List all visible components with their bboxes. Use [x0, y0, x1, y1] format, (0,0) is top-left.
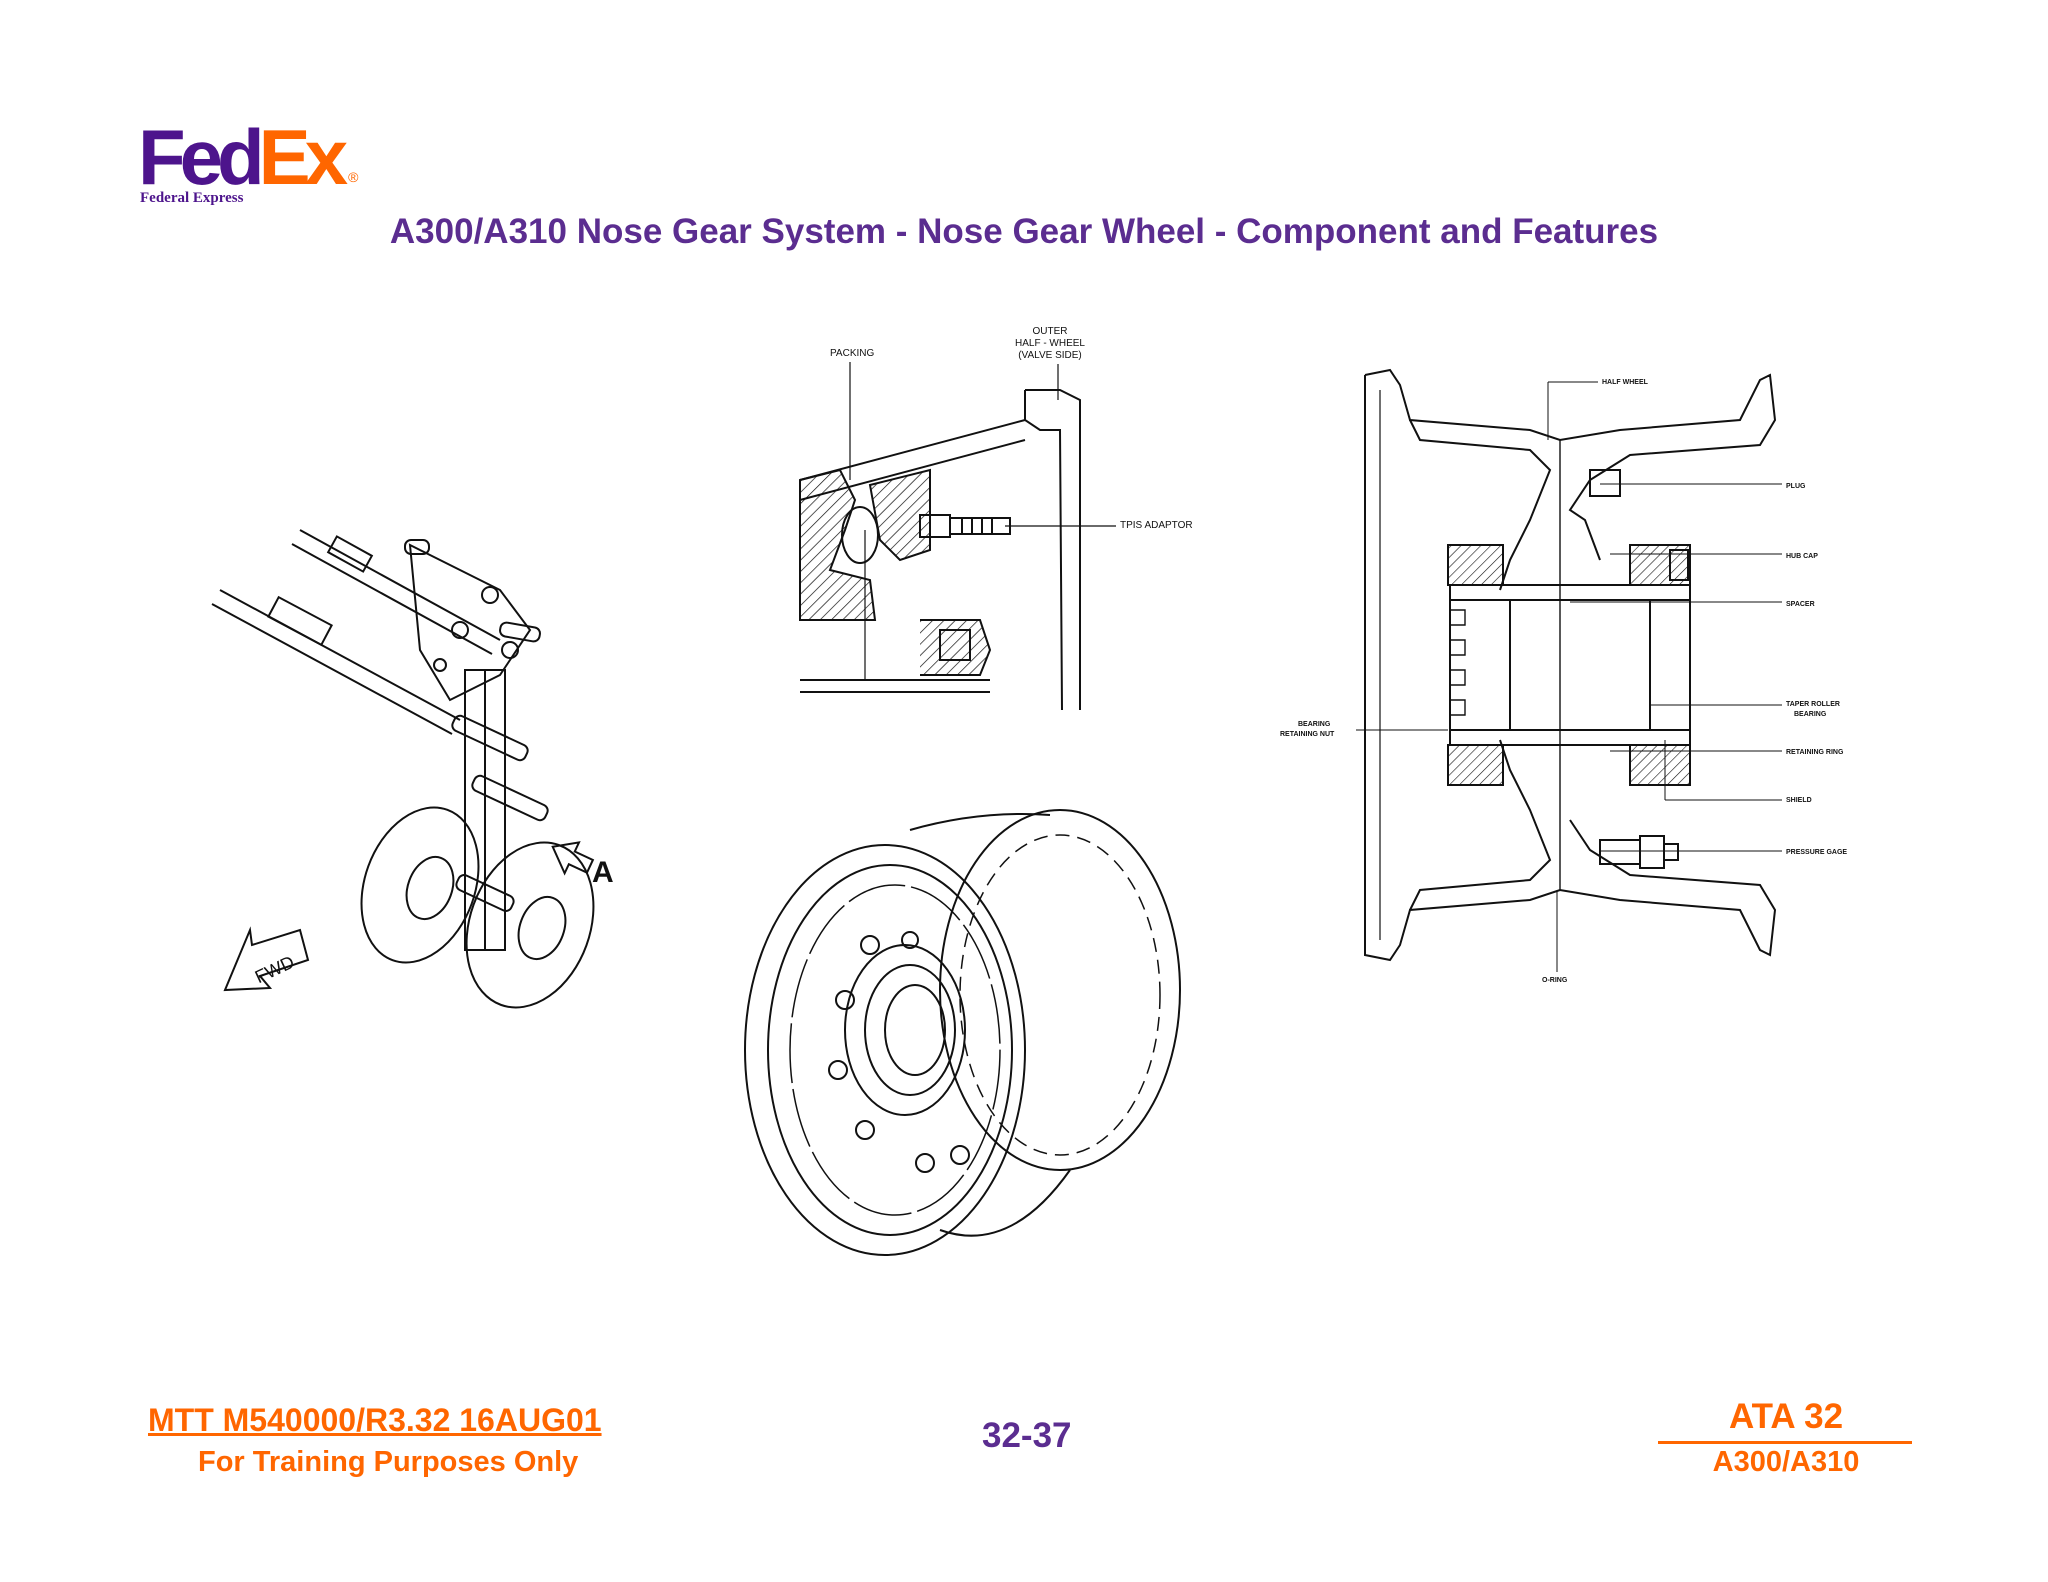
logo-subtitle: Federal Express: [140, 190, 244, 206]
pressure-gage-label: PRESSURE GAGE: [1786, 849, 1847, 856]
ata-underline: [1658, 1441, 1912, 1444]
page-title: A300/A310 Nose Gear System - Nose Gear W…: [389, 212, 1659, 251]
o-ring-label: O-RING: [1542, 977, 1568, 984]
pressure-gage: [1599, 835, 1679, 869]
wheel-hub: [844, 944, 966, 1116]
wheel-perspective-diagram: [744, 809, 1181, 1256]
bearing-nut-label-2: RETAINING NUT: [1280, 731, 1335, 738]
document-id: MTT M540000/R3.32 16AUG01: [148, 1402, 602, 1438]
drag-strut-lower: [211, 589, 461, 735]
wheel-cross-section-diagram: HALF WHEEL PLUG HUB CAP SPACER TAPER ROL…: [1280, 368, 1847, 984]
outer-half-wheel-label-3: (VALVE SIDE): [1018, 350, 1082, 361]
outer-half-wheel-label-2: HALF - WHEEL: [1015, 338, 1085, 349]
leader-lines: [1356, 381, 1782, 972]
axle-bore: [1449, 584, 1691, 746]
bearing-nut-label-1: BEARING: [1298, 721, 1331, 728]
wheel-web-section: [799, 468, 931, 621]
logo-ex: Ex: [258, 113, 348, 201]
retaining-ring-label: RETAINING RING: [1786, 749, 1844, 756]
rim-outline: [1364, 368, 1777, 962]
wheel-bolts: [828, 931, 970, 1173]
plug-label: PLUG: [1786, 483, 1806, 490]
bearing-assembly: [800, 530, 992, 693]
wheel-barrel: [909, 809, 1181, 1237]
logo-fed: Fed: [138, 113, 265, 201]
upper-yoke: [404, 539, 541, 702]
view-arrow: [551, 841, 595, 876]
view-a-label: A: [592, 856, 614, 889]
hub-cap-label: HUB CAP: [1786, 553, 1818, 560]
fedex-logo: FedEx® Federal Express: [138, 118, 368, 213]
wheel-section-detail-diagram: PACKING OUTER HALF - WHEEL (VALVE SIDE) …: [799, 326, 1193, 711]
tpis-adaptor-label: TPIS ADAPTOR: [1120, 520, 1193, 531]
shield-label: SHIELD: [1786, 797, 1812, 804]
packing-label: PACKING: [830, 348, 874, 359]
aircraft-type: A300/A310: [1712, 1446, 1860, 1478]
nose-gear-assembly-diagram: A FWD: [211, 529, 614, 1009]
wheel-left: [360, 806, 480, 964]
taper-roller-label-2: BEARING: [1794, 711, 1827, 718]
outer-half-wheel-label-1: OUTER: [1033, 326, 1068, 337]
taper-roller-label-1: TAPER ROLLER: [1786, 701, 1840, 708]
half-wheel-label: HALF WHEEL: [1602, 379, 1649, 386]
fwd-label: FWD: [252, 952, 298, 987]
wheel-right: [465, 841, 595, 1009]
training-notice: For Training Purposes Only: [198, 1446, 579, 1478]
plug: [1589, 469, 1621, 497]
logo-registered-mark: ®: [348, 169, 359, 185]
bearings: [1447, 544, 1691, 786]
spacer-label: SPACER: [1786, 601, 1815, 608]
page-number: 32-37: [982, 1416, 1072, 1455]
valve-adaptor: [919, 514, 1011, 538]
main-strut: [451, 669, 549, 951]
ata-chapter: ATA 32: [1728, 1397, 1844, 1436]
wheel-outer-flange: [744, 844, 1026, 1256]
fwd-arrow: [223, 926, 310, 992]
drag-strut-upper: [291, 529, 501, 655]
